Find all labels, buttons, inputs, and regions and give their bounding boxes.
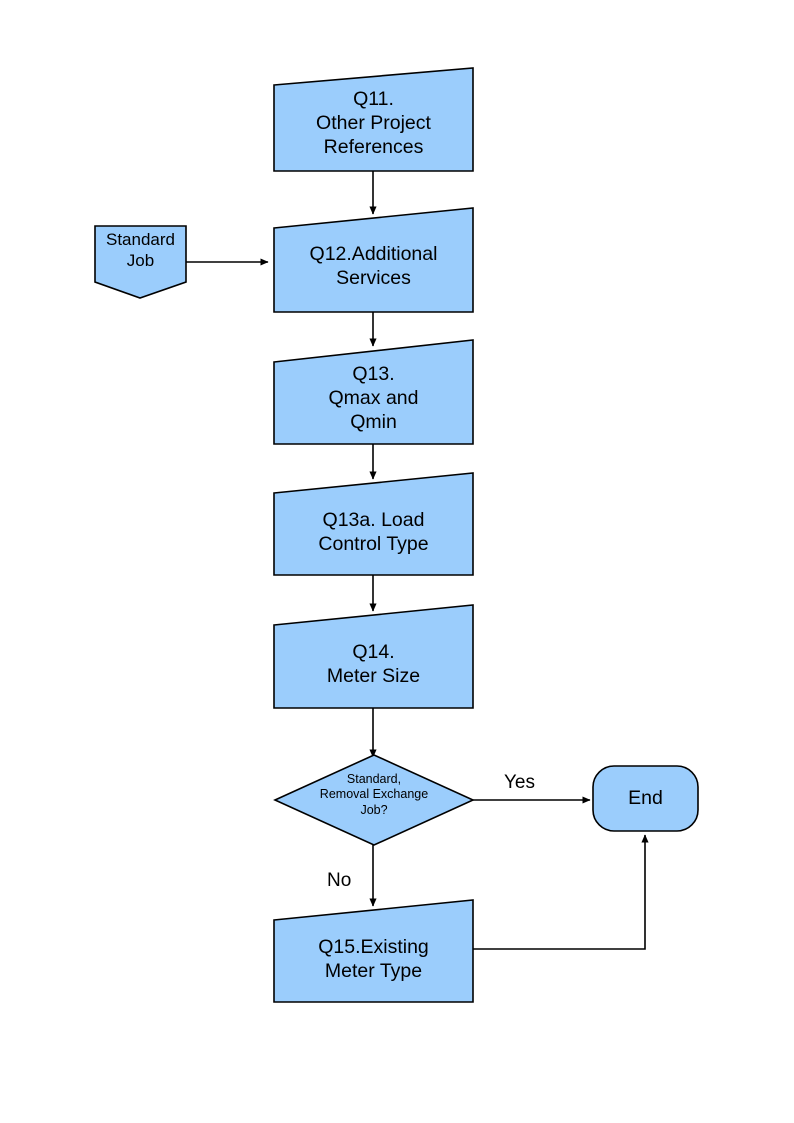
node-decision[interactable] [273,754,475,846]
edge-label-yes: Yes [504,772,535,793]
node-layer [94,67,699,1003]
node-q15[interactable] [273,899,474,1003]
node-end[interactable] [592,765,699,832]
connector-layer [186,171,649,950]
connector-q15-end [473,834,649,950]
node-q12[interactable] [273,207,474,313]
node-standard-job[interactable] [94,225,187,299]
node-q13[interactable] [273,339,474,445]
edge-label-no: No [327,870,352,891]
node-q11[interactable] [273,67,474,172]
node-q13a[interactable] [273,472,474,576]
node-q14[interactable] [273,604,474,709]
